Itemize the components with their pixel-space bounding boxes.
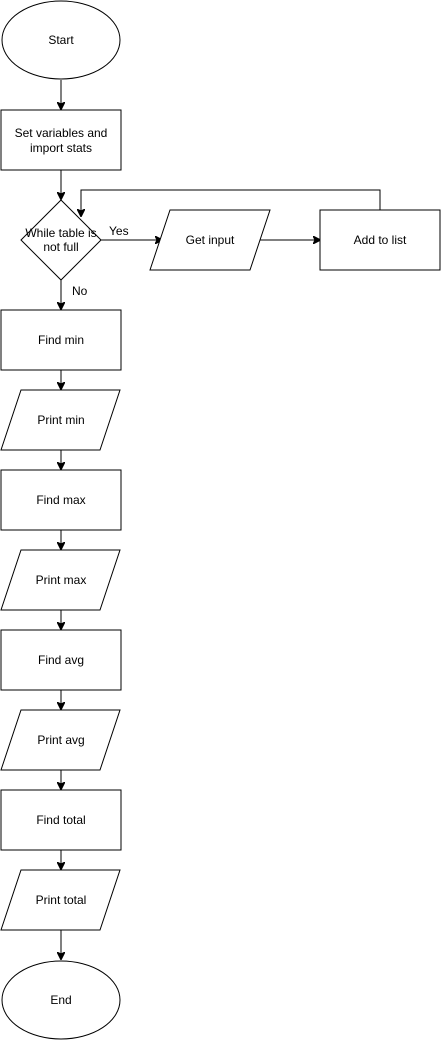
node-find-min-label: Find min — [38, 333, 84, 347]
node-find-avg-label: Find avg — [38, 653, 84, 667]
node-print-avg-label: Print avg — [37, 733, 84, 747]
edges — [61, 80, 381, 959]
node-print-min: Print min — [0, 389, 121, 451]
node-decision: While table is not full — [20, 199, 102, 281]
node-get-input: Get input — [149, 209, 271, 271]
node-print-min-label: Print min — [37, 413, 84, 427]
node-get-input-label: Get input — [186, 233, 235, 247]
node-find-total-label: Find total — [36, 813, 85, 827]
node-find-avg: Find avg — [0, 629, 122, 691]
node-end: End — [1, 960, 121, 1040]
node-find-max-label: Find max — [36, 493, 85, 507]
node-add-to-list: Add to list — [319, 209, 441, 271]
node-print-max-label: Print max — [36, 573, 87, 587]
node-print-avg: Print avg — [0, 709, 121, 771]
node-decision-label-line2: not full — [43, 240, 78, 254]
node-print-total-label: Print total — [36, 893, 87, 907]
edge-add-to-list-loop-back — [81, 189, 381, 216]
node-find-max: Find max — [0, 469, 122, 531]
node-set-variables: Set variables and import stats — [0, 109, 122, 171]
node-start: Start — [1, 0, 121, 80]
node-start-label: Start — [48, 33, 74, 47]
node-end-label: End — [50, 993, 71, 1007]
node-print-max: Print max — [0, 549, 121, 611]
node-add-to-list-label: Add to list — [354, 233, 407, 247]
node-set-variables-label-line1: Set variables and — [15, 126, 108, 140]
node-print-total: Print total — [0, 869, 121, 931]
edge-label-yes: Yes — [109, 224, 129, 238]
node-set-variables-label-line2: import stats — [30, 141, 92, 155]
node-find-total: Find total — [0, 789, 122, 851]
node-find-min: Find min — [0, 309, 122, 371]
node-decision-label-line1: While table is — [25, 226, 96, 240]
edge-label-no: No — [72, 284, 88, 298]
